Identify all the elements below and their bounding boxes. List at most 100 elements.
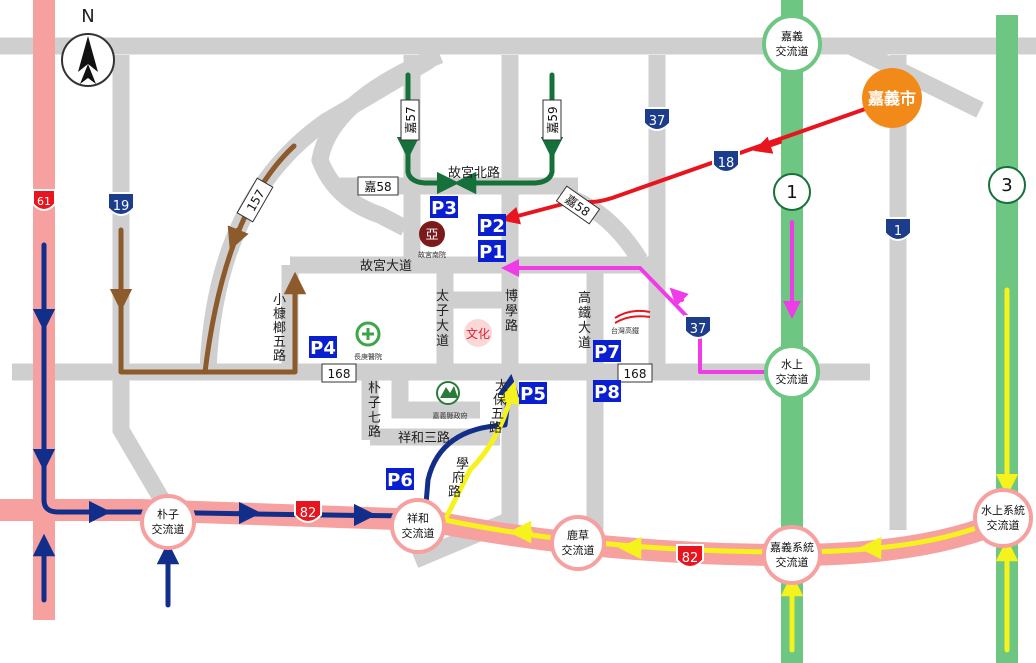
svg-text:交流道: 交流道 — [776, 372, 809, 386]
svg-text:子: 子 — [368, 396, 381, 411]
svg-text:路: 路 — [448, 484, 461, 500]
parking-p8: P8 — [593, 380, 621, 403]
svg-text:交流道: 交流道 — [402, 526, 435, 540]
label-jia58a: 嘉58 — [357, 176, 399, 196]
green-route-57 — [405, 72, 460, 195]
svg-text:1: 1 — [894, 224, 902, 239]
svg-text:P8: P8 — [594, 382, 620, 403]
county-road-labels: 168 168 嘉58 嘉58 嘉57 嘉59 157 — [236, 99, 653, 383]
culture-landmark: 文化 — [464, 319, 492, 347]
svg-text:槺: 槺 — [273, 307, 286, 322]
landmarks: 亞 故宮南院 長庚醫院 台灣高鐵 嘉義縣政府 文化 — [354, 221, 651, 420]
label-jia59: 嘉59 — [542, 99, 562, 141]
parking-p5: P5 — [519, 382, 547, 405]
parking-p3: P3 — [430, 196, 458, 219]
compass-north-icon — [78, 36, 98, 72]
svg-text:故宮南院: 故宮南院 — [418, 250, 446, 259]
svg-text:路: 路 — [368, 424, 381, 440]
taibao-road — [411, 372, 519, 568]
svg-text:61: 61 — [37, 195, 51, 208]
svg-text:交流道: 交流道 — [987, 518, 1020, 532]
svg-text:168: 168 — [328, 367, 351, 381]
svg-text:嘉義: 嘉義 — [781, 29, 803, 43]
compass-label: N — [81, 6, 94, 27]
shield-61: 61 — [32, 189, 56, 211]
svg-text:祥和: 祥和 — [407, 511, 429, 525]
svg-text:P3: P3 — [431, 198, 457, 219]
shield-1: 1 — [884, 217, 912, 241]
svg-text:嘉義縣政府: 嘉義縣政府 — [433, 411, 468, 420]
svg-text:82: 82 — [300, 506, 317, 521]
interchange-xianghe: 祥和 交流道 — [390, 498, 446, 554]
road-gugong-ave: 故宮大道 — [360, 258, 412, 274]
road-gugong-north: 故宮北路 — [448, 165, 500, 181]
arc-road — [311, 47, 444, 236]
svg-text:37: 37 — [690, 322, 707, 337]
svg-text:交流道: 交流道 — [776, 44, 809, 58]
hospital-landmark: 長庚醫院 — [354, 321, 382, 361]
shield-freeway-1: 1 — [773, 173, 811, 211]
interchange-shuishang-system: 水上系統 交流道 — [973, 488, 1033, 548]
city-marker: 嘉義市 — [862, 68, 922, 128]
thsr-logo-icon — [614, 309, 651, 324]
road-boxue: 博學路 — [505, 289, 518, 334]
freeway-flower-shields: 1 3 — [773, 166, 1026, 211]
svg-text:交流道: 交流道 — [562, 543, 595, 557]
road-xianghe3: 祥和三路 — [398, 430, 450, 446]
label-168a: 168 — [321, 363, 357, 383]
svg-text:高: 高 — [578, 290, 591, 306]
shield-82b: 82 — [676, 544, 704, 568]
interchange-shuishang: 水上 交流道 — [764, 344, 820, 400]
provincial-shields: 61 19 37 18 37 1 82 82 — [32, 107, 912, 568]
svg-text:台灣高鐵: 台灣高鐵 — [611, 326, 639, 335]
svg-text:路: 路 — [273, 348, 286, 364]
city-name: 嘉義市 — [867, 89, 916, 108]
road-xueyuan: 學府路 — [448, 457, 469, 500]
parking-p2: P2 — [478, 214, 506, 237]
svg-text:P1: P1 — [479, 242, 505, 263]
blocks-2 — [391, 372, 480, 419]
svg-text:鹿草: 鹿草 — [567, 528, 589, 542]
compass-tail-icon — [80, 64, 96, 84]
label-jia57: 嘉57 — [400, 99, 420, 141]
svg-text:保: 保 — [493, 393, 506, 408]
parking-p4: P4 — [309, 336, 337, 359]
svg-text:七: 七 — [368, 411, 381, 426]
svg-text:P5: P5 — [520, 384, 546, 405]
svg-text:3: 3 — [1001, 175, 1012, 196]
svg-text:五: 五 — [273, 335, 286, 350]
svg-text:82: 82 — [682, 551, 699, 566]
compass: N — [61, 6, 115, 87]
parking-p1: P1 — [478, 240, 506, 263]
shield-82a: 82 — [294, 499, 322, 523]
svg-text:榔: 榔 — [273, 321, 286, 336]
svg-text:博: 博 — [505, 289, 518, 304]
brown-arrow-2 — [227, 225, 249, 251]
interchanges: 嘉義 交流道 水上 交流道 朴子 交流道 祥和 交流道 鹿草 交流道 嘉義系統 … — [140, 14, 1033, 585]
svg-text:P6: P6 — [387, 470, 413, 491]
green-route-59 — [453, 72, 555, 195]
yellow-route — [442, 381, 1003, 555]
svg-text:小: 小 — [273, 293, 286, 308]
svg-text:學: 學 — [505, 304, 518, 319]
svg-text:168: 168 — [624, 367, 647, 381]
parking-signs: P3 P2 P1 P4 P7 P8 P5 P6 — [309, 196, 621, 491]
palace-logo-icon — [419, 221, 445, 247]
svg-text:1: 1 — [786, 182, 797, 203]
svg-text:水上系統: 水上系統 — [981, 503, 1025, 517]
shield-37b: 37 — [684, 315, 712, 339]
svg-text:太: 太 — [436, 289, 449, 304]
svg-text:路: 路 — [505, 318, 518, 334]
interchange-chiayi-system: 嘉義系統 交流道 — [762, 525, 822, 585]
label-168b: 168 — [617, 363, 653, 383]
svg-text:亞: 亞 — [425, 228, 438, 243]
culture-logo-icon — [464, 319, 492, 347]
parking-p6: P6 — [386, 468, 414, 491]
svg-text:P2: P2 — [479, 216, 505, 237]
